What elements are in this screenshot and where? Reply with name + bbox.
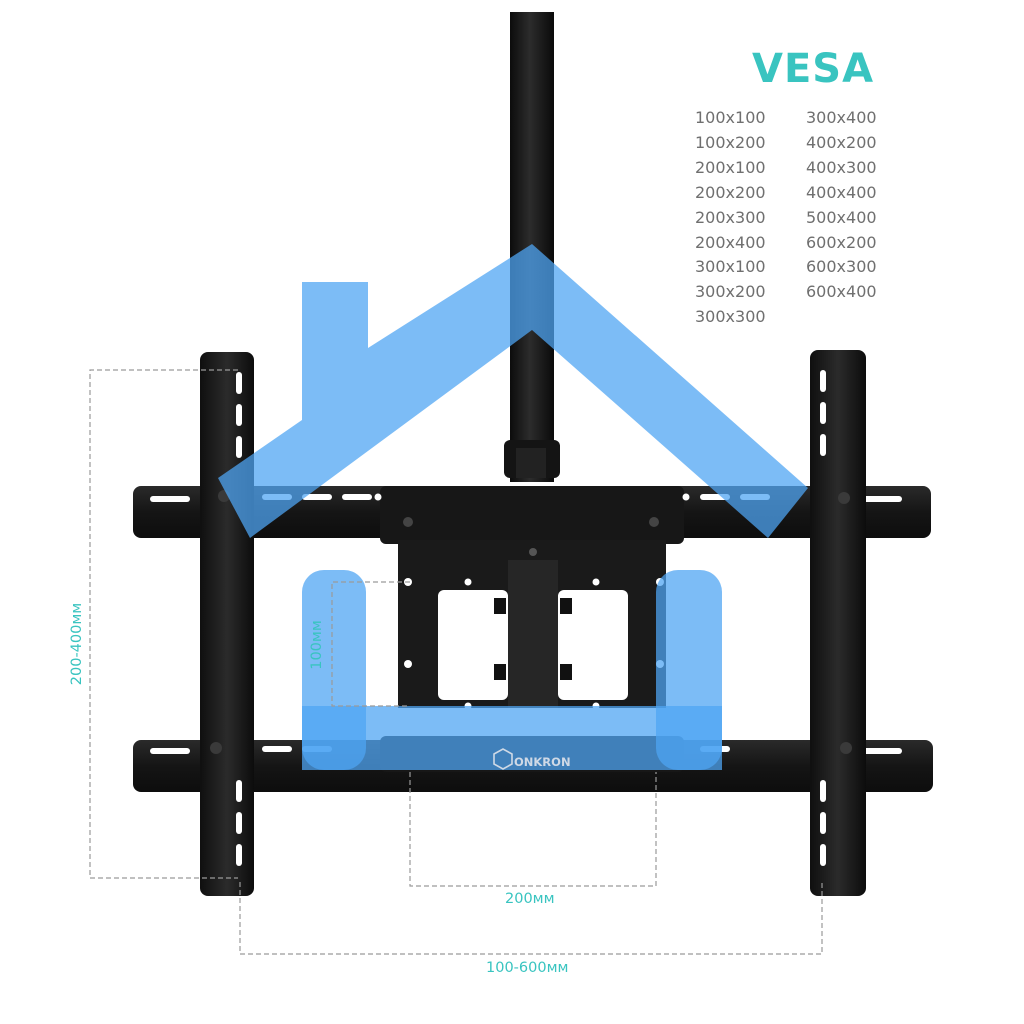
vesa-size-item: 300x100: [695, 257, 766, 277]
vesa-sizes-column-1: 100x100 100x200 200x100 200x200 200x300 200x4…: [695, 106, 766, 330]
width-range-label: 100-600мм: [486, 960, 569, 976]
dimension-lines: [89, 369, 823, 955]
vesa-title: VESA: [752, 46, 875, 92]
right-vertical-rail: [810, 350, 866, 896]
vesa-size-item: 300x300: [695, 307, 766, 327]
vesa-size-item: 200x300: [695, 207, 766, 227]
vesa-size-item: 200x200: [695, 182, 766, 202]
onkron-logo-text: ONKRON: [514, 755, 571, 769]
vesa-size-item: 400x200: [806, 132, 877, 152]
inner-width-label: 200мм: [505, 891, 555, 907]
height-range-label: 200-400мм: [69, 602, 85, 686]
vesa-size-item: 600x300: [806, 257, 877, 277]
vesa-size-item: 300x200: [695, 282, 766, 302]
onkron-logo: ONKRON: [493, 748, 571, 770]
vesa-size-item: 400x300: [806, 157, 877, 177]
vesa-sizes-column-2: 300x400 400x200 400x300 400x400 500x400 600x2…: [806, 106, 877, 305]
center-plate: [398, 540, 666, 710]
vesa-size-item: 600x400: [806, 282, 877, 302]
left-vertical-rail: [200, 352, 254, 896]
vesa-size-item: 200x100: [695, 157, 766, 177]
vesa-size-item: 400x400: [806, 182, 877, 202]
ceiling-pole: [504, 12, 560, 482]
vesa-size-item: 300x400: [806, 108, 877, 127]
vesa-size-item: 100x200: [695, 132, 766, 152]
inner-height-label: 100мм: [309, 620, 325, 670]
vesa-size-item: 600x200: [806, 232, 877, 252]
vesa-size-item: 200x400: [695, 232, 766, 252]
vesa-size-item: 500x400: [806, 207, 877, 227]
house-logo-overlay: [218, 244, 808, 770]
vesa-size-item: 100x100: [695, 108, 766, 127]
